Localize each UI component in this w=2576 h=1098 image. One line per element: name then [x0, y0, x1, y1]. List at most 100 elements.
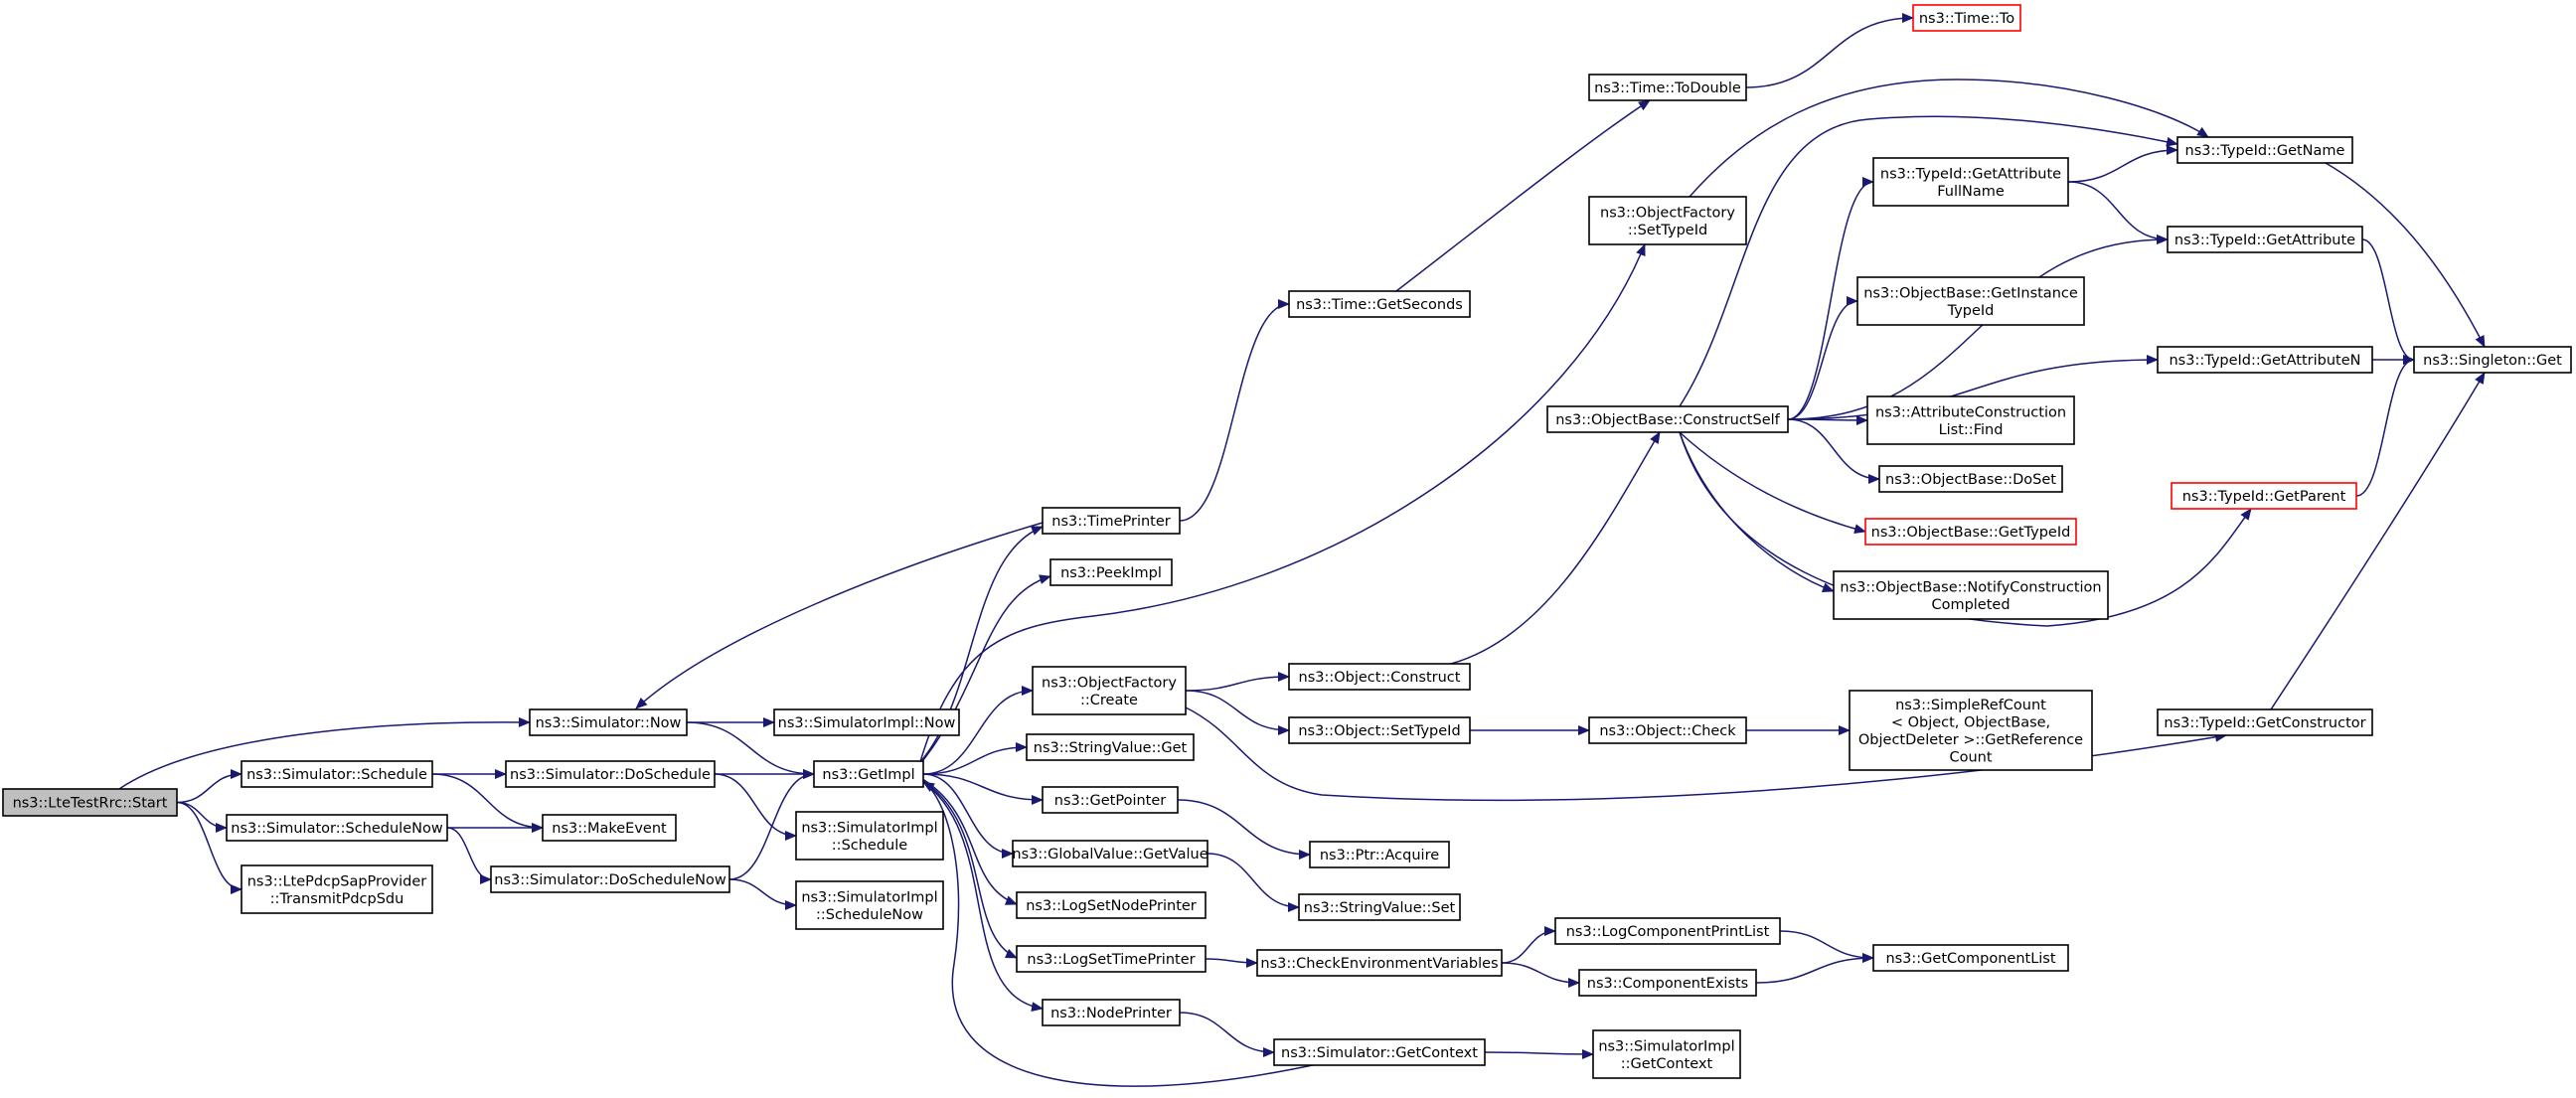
node-box — [1298, 893, 1461, 921]
node-peekimpl[interactable]: ns3::PeekImpl — [1049, 558, 1173, 586]
node-simimpl-now[interactable]: ns3::SimulatorImpl::Now — [773, 708, 960, 736]
node-tid-getname[interactable]: ns3::TypeId::GetName — [2176, 136, 2353, 164]
node-box — [795, 811, 944, 861]
edge-ob-constructself-to-tid-getattributen — [1787, 355, 2159, 420]
node-tid-getparent[interactable]: ns3::TypeId::GetParent — [2171, 482, 2357, 510]
node-label: ns3::ObjectBase::ConstructSelf — [1555, 412, 1780, 428]
node-box — [1588, 196, 1747, 245]
node-pdcp[interactable]: ns3::LtePdcpSapProvider::TransmitPdcpSdu — [241, 864, 433, 914]
node-box — [2, 788, 178, 817]
node-simimpl-getcontext[interactable]: ns3::SimulatorImpl::GetContext — [1592, 1029, 1741, 1079]
node-time-getseconds[interactable]: ns3::Time::GetSeconds — [1288, 290, 1471, 318]
node-label: ns3::StringValue::Get — [1034, 740, 1188, 756]
node-tid-getconstructor[interactable]: ns3::TypeId::GetConstructor — [2157, 708, 2373, 736]
edge-sim-doschedule-to-simimpl-schedule — [714, 773, 797, 841]
node-label: ::TransmitPdcpSdu — [270, 891, 404, 907]
node-label: ns3::LteTestRrc::Start — [13, 796, 168, 812]
node-getimpl[interactable]: ns3::GetImpl — [813, 760, 924, 788]
node-label: ns3::GetPointer — [1054, 793, 1167, 809]
node-getcomplist[interactable]: ns3::GetComponentList — [1872, 944, 2069, 972]
edge-tid-getname-to-singleton-get — [2325, 162, 2486, 348]
edge-obj-construct-to-ob-constructself — [1450, 431, 1661, 665]
node-label: ns3::GetImpl — [822, 767, 914, 783]
node-label: ns3::TypeId::GetAttributeN — [2169, 353, 2360, 369]
node-gv-getvalue[interactable]: ns3::GlobalValue::GetValue — [1012, 840, 1208, 867]
node-obj-construct[interactable]: ns3::Object::Construct — [1288, 663, 1471, 691]
edge-ob-constructself-to-tid-getattrfullname — [1787, 177, 1874, 420]
node-logsettimeprinter[interactable]: ns3::LogSetTimePrinter — [1016, 945, 1207, 973]
edge-logsettimeprinter-to-checkenv — [1205, 957, 1258, 968]
node-sim-getcontext[interactable]: ns3::Simulator::GetContext — [1273, 1038, 1486, 1066]
node-sv-get[interactable]: ns3::StringValue::Get — [1026, 733, 1195, 761]
node-timeprinter[interactable]: ns3::TimePrinter — [1042, 507, 1181, 535]
node-logsetnodeprinter[interactable]: ns3::LogSetNodePrinter — [1016, 891, 1207, 919]
node-box — [2176, 136, 2353, 164]
node-ob-constructself[interactable]: ns3::ObjectBase::ConstructSelf — [1546, 405, 1789, 433]
node-label: ns3::SimulatorImpl — [1598, 1038, 1734, 1054]
node-logcompprintlist[interactable]: ns3::LogComponentPrintList — [1554, 917, 1781, 945]
node-simplerefcount[interactable]: ns3::SimpleRefCount< Object, ObjectBase,… — [1849, 690, 2093, 771]
node-of-create[interactable]: ns3::ObjectFactory::Create — [1032, 666, 1187, 715]
node-sim-doschedulenow[interactable]: ns3::Simulator::DoScheduleNow — [490, 865, 730, 893]
edge-ob-constructself-to-ob-notify — [1679, 431, 1835, 592]
node-lte-start[interactable]: ns3::LteTestRrc::Start — [2, 788, 178, 817]
node-singleton-get[interactable]: ns3::Singleton::Get — [2413, 346, 2572, 374]
node-time-todouble[interactable]: ns3::Time::ToDouble — [1588, 74, 1747, 101]
node-label: ns3::NodePrinter — [1050, 1006, 1172, 1021]
node-nodeprinter[interactable]: ns3::NodePrinter — [1042, 999, 1181, 1026]
node-label: Count — [1949, 749, 1992, 765]
edge-getimpl-to-logsettimeprinter — [918, 777, 1018, 959]
node-sim-schedule[interactable]: ns3::Simulator::Schedule — [241, 760, 433, 788]
node-box — [241, 760, 433, 788]
node-simimpl-schedulenow[interactable]: ns3::SimulatorImpl::ScheduleNow — [795, 880, 944, 930]
edge-getimpl-to-of-create — [922, 686, 1034, 775]
node-box — [1588, 716, 1747, 744]
node-getpointer[interactable]: ns3::GetPointer — [1042, 786, 1179, 814]
edge-tid-getattrfullname-to-tid-getname — [2067, 145, 2178, 183]
edge-time-todouble-to-time-to — [1745, 13, 1914, 88]
node-ob-doset[interactable]: ns3::ObjectBase::DoSet — [1878, 465, 2063, 493]
node-label: ns3::ObjectBase::DoSet — [1885, 472, 2056, 488]
node-box — [1016, 891, 1207, 919]
node-label: ns3::LtePdcpSapProvider — [247, 873, 427, 889]
node-sim-doschedule[interactable]: ns3::Simulator::DoSchedule — [505, 760, 716, 788]
node-simimpl-schedule[interactable]: ns3::SimulatorImpl::Schedule — [795, 811, 944, 861]
node-label: ns3::StringValue::Set — [1304, 900, 1456, 916]
node-tid-getattributen[interactable]: ns3::TypeId::GetAttributeN — [2157, 346, 2373, 374]
node-makeevent[interactable]: ns3::MakeEvent — [542, 814, 677, 842]
node-label: ns3::Simulator::Schedule — [246, 767, 427, 783]
node-checkenv[interactable]: ns3::CheckEnvironmentVariables — [1256, 949, 1503, 977]
edge-ob-constructself-to-ob-getinstancetypeid — [1787, 296, 1858, 420]
node-time-to[interactable]: ns3::Time::To — [1912, 4, 2021, 32]
node-box — [1546, 405, 1789, 433]
node-label: ns3::MakeEvent — [552, 821, 667, 837]
edge-checkenv-to-logcompprintlist — [1501, 926, 1556, 964]
edge-ob-constructself-to-tid-getparent — [1679, 431, 2252, 627]
node-obj-settypeid[interactable]: ns3::Object::SetTypeId — [1288, 716, 1471, 744]
node-sim-schedulenow[interactable]: ns3::Simulator::ScheduleNow — [226, 814, 448, 842]
edge-ob-constructself-to-tid-getattribute — [1787, 235, 2169, 420]
node-label: ns3::CheckEnvironmentVariables — [1260, 956, 1498, 972]
node-label: ns3::Singleton::Get — [2423, 353, 2562, 369]
node-of-settypeid[interactable]: ns3::ObjectFactory::SetTypeId — [1588, 196, 1747, 245]
node-compexists[interactable]: ns3::ComponentExists — [1578, 969, 1757, 997]
node-box — [813, 760, 924, 788]
node-box — [1042, 999, 1181, 1026]
edge-sim-schedule-to-makeevent — [431, 773, 544, 833]
node-ob-notify[interactable]: ns3::ObjectBase::NotifyConstructionCompl… — [1833, 570, 2109, 620]
edges — [118, 13, 2486, 1087]
node-sim-now[interactable]: ns3::Simulator::Now — [529, 708, 688, 736]
node-ob-gettypeid[interactable]: ns3::ObjectBase::GetTypeId — [1864, 518, 2077, 546]
node-tid-getattribute[interactable]: ns3::TypeId::GetAttribute — [2167, 226, 2363, 253]
node-ptr-acquire[interactable]: ns3::Ptr::Acquire — [1309, 841, 1450, 868]
node-box — [2157, 708, 2373, 736]
node-box — [1866, 395, 2075, 445]
node-sv-set[interactable]: ns3::StringValue::Set — [1298, 893, 1461, 921]
node-obj-check[interactable]: ns3::Object::Check — [1588, 716, 1747, 744]
node-label: ns3::ComponentExists — [1587, 976, 1749, 992]
node-label: ns3::Simulator::ScheduleNow — [231, 821, 443, 837]
